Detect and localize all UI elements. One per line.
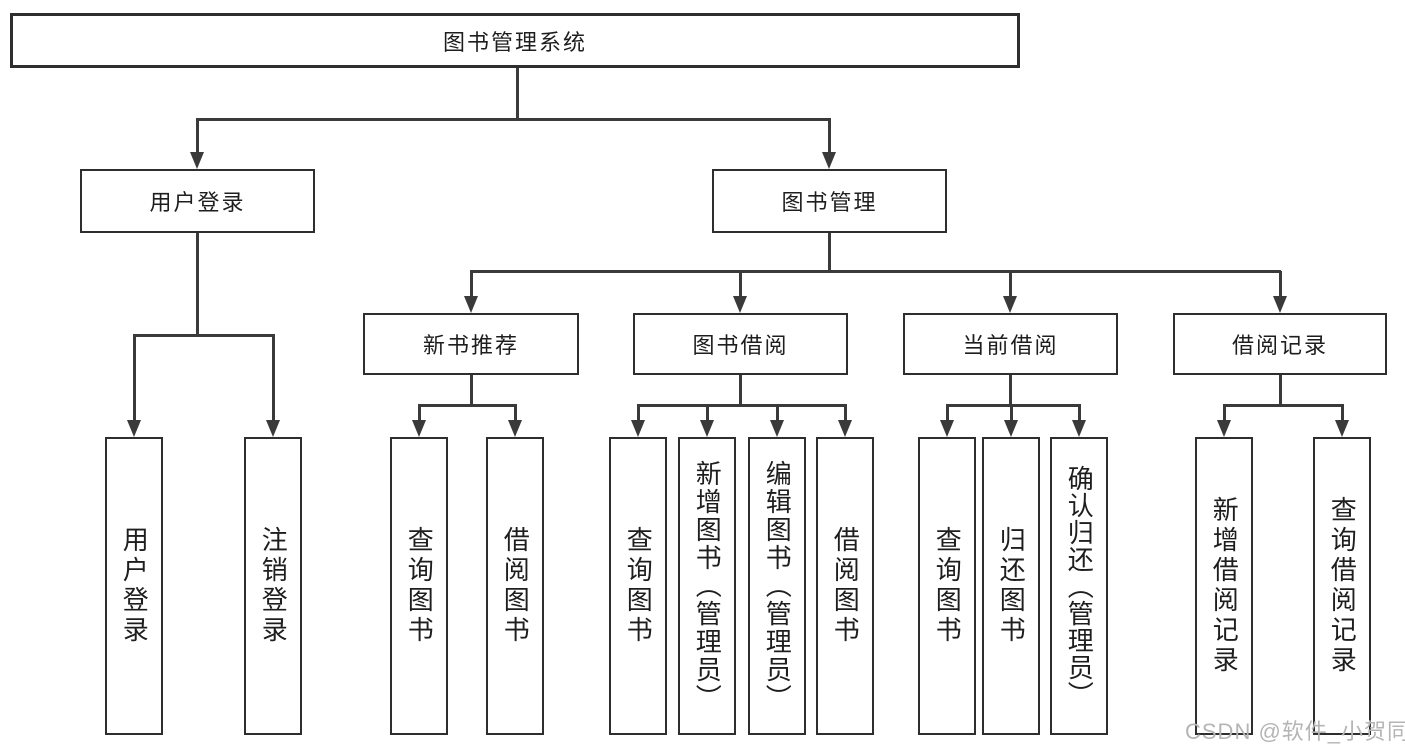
node-nb-borrow-books-label: 借阅图书 <box>500 526 531 646</box>
node-current-borrow-label: 当前借阅 <box>962 333 1059 358</box>
arrow-to-bb-query-books <box>631 405 645 437</box>
node-new-book-rec: 新书推荐 <box>363 313 579 375</box>
node-book-mgmt: 图书管理 <box>712 169 947 233</box>
arrow-to-cb-return-books <box>1004 405 1018 437</box>
node-cb-return-books: 归还图书 <box>982 437 1040 735</box>
node-borrow-records-label: 借阅记录 <box>1231 333 1328 358</box>
node-cb-query-books-label: 查询图书 <box>932 526 963 646</box>
connector-bus-current-borrow <box>945 403 1081 407</box>
arrow-to-bb-edit-books <box>770 405 784 437</box>
node-leaf-logout: 注销登录 <box>244 437 302 735</box>
node-current-borrow: 当前借阅 <box>903 313 1118 375</box>
node-bb-borrow-books-label: 借阅图书 <box>830 526 861 646</box>
connector-bus-level2 <box>195 117 831 121</box>
arrow-to-cb-confirm-return <box>1072 405 1086 437</box>
node-bb-add-books-label: 新增图书（管理员） <box>692 460 723 712</box>
arrow-to-book-borrow <box>733 271 747 313</box>
node-cb-confirm-return: 确认归还（管理员） <box>1050 437 1108 735</box>
node-br-query-record: 查询借阅记录 <box>1313 437 1371 735</box>
node-root: 图书管理系统 <box>10 13 1020 68</box>
node-book-mgmt-label: 图书管理 <box>781 190 878 215</box>
node-leaf-user-login-label: 用户登录 <box>119 526 150 646</box>
arrow-to-bb-borrow-books <box>838 405 852 437</box>
node-leaf-logout-label: 注销登录 <box>258 526 289 646</box>
connector-bus-user-login <box>132 333 275 337</box>
node-borrow-records: 借阅记录 <box>1173 313 1387 375</box>
node-book-borrow: 图书借阅 <box>633 313 848 375</box>
node-bb-query-books: 查询图书 <box>609 437 667 735</box>
node-nb-borrow-books: 借阅图书 <box>486 437 544 735</box>
connector-stem-book-mgmt <box>827 233 831 271</box>
node-br-query-record-label: 查询借阅记录 <box>1327 496 1358 676</box>
node-root-label: 图书管理系统 <box>442 29 587 55</box>
node-nb-query-books: 查询图书 <box>390 437 448 735</box>
connector-stem-root <box>515 68 519 119</box>
connector-bus-new-book-rec <box>417 403 517 407</box>
connector-stem-user-login <box>195 233 199 335</box>
arrow-to-nb-borrow-books <box>508 405 522 437</box>
node-user-login-label: 用户登录 <box>149 190 246 215</box>
node-nb-query-books-label: 查询图书 <box>404 526 435 646</box>
node-cb-return-books-label: 归还图书 <box>996 526 1027 646</box>
arrow-to-leaf-logout <box>266 335 280 437</box>
node-br-add-record: 新增借阅记录 <box>1195 437 1253 735</box>
node-book-borrow-label: 图书借阅 <box>692 333 789 358</box>
arrow-to-leaf-user-login <box>127 335 141 437</box>
node-bb-edit-books: 编辑图书（管理员） <box>748 437 806 735</box>
node-cb-confirm-return-label: 确认归还（管理员） <box>1064 464 1095 708</box>
arrow-to-borrow-records <box>1273 271 1287 313</box>
connector-stem-new-book-rec <box>469 375 473 405</box>
node-leaf-user-login: 用户登录 <box>105 437 163 735</box>
connector-stem-borrow-records <box>1278 375 1282 405</box>
node-bb-borrow-books: 借阅图书 <box>816 437 874 735</box>
arrow-to-br-query-record <box>1335 405 1349 437</box>
connector-bus-book-mgmt <box>469 269 1281 273</box>
arrow-to-current-borrow <box>1003 271 1017 313</box>
connector-stem-current-borrow <box>1008 375 1012 405</box>
node-br-add-record-label: 新增借阅记录 <box>1209 496 1240 676</box>
node-bb-query-books-label: 查询图书 <box>623 526 654 646</box>
watermark: CSDN @软件_小贺同学 <box>1185 719 1405 744</box>
arrow-to-nb-query-books <box>412 405 426 437</box>
node-cb-query-books: 查询图书 <box>918 437 976 735</box>
arrow-to-bb-add-books <box>700 405 714 437</box>
arrow-to-br-add-record <box>1217 405 1231 437</box>
connector-bus-book-borrow <box>636 403 847 407</box>
arrow-to-book-mgmt <box>822 119 836 169</box>
arrow-to-user-login <box>190 119 204 169</box>
node-new-book-rec-label: 新书推荐 <box>422 333 519 358</box>
connector-stem-book-borrow <box>738 375 742 405</box>
node-user-login: 用户登录 <box>80 169 315 233</box>
node-bb-edit-books-label: 编辑图书（管理员） <box>762 460 793 712</box>
node-bb-add-books: 新增图书（管理员） <box>678 437 736 735</box>
arrow-to-new-book-rec <box>464 271 478 313</box>
connector-bus-borrow-records <box>1222 403 1344 407</box>
arrow-to-cb-query-books <box>940 405 954 437</box>
